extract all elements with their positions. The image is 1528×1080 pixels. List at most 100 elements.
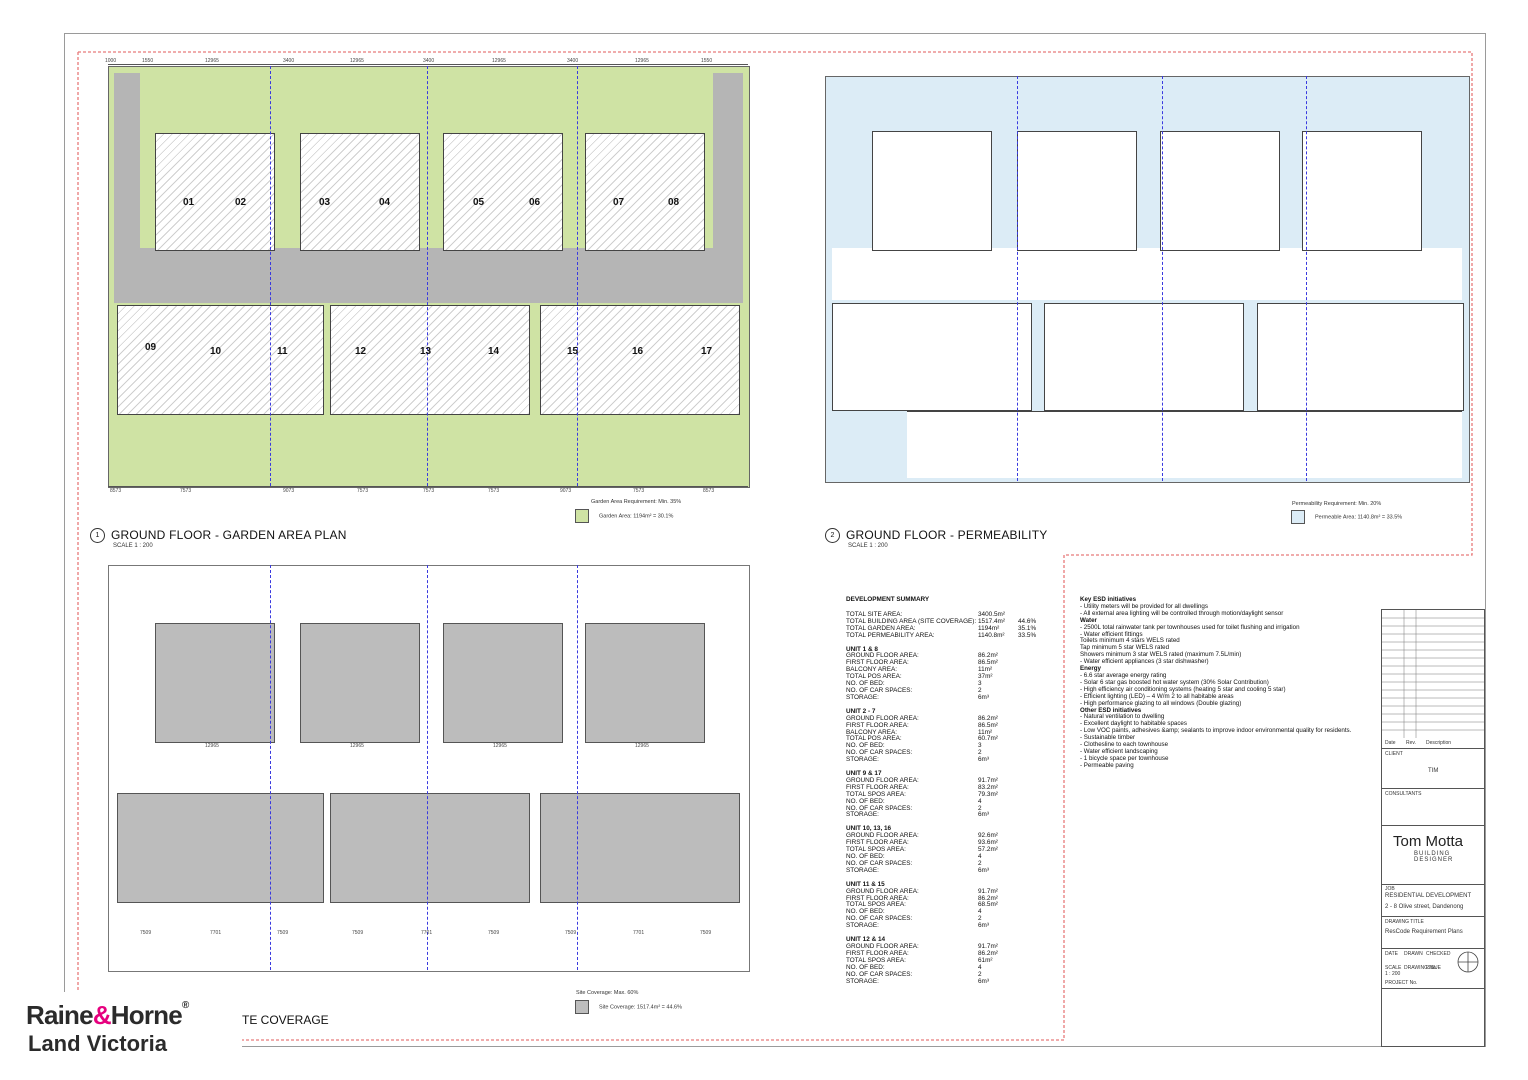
rev-desc-header: Description [1426,740,1452,746]
dimension-label: 12965 [635,743,649,749]
garden-legend-swatch [575,509,589,523]
permeability-legend-area: Permeable Area: 1140.8m² = 33.5% [1315,514,1403,521]
building-01-02 [155,133,275,251]
scale-value: 1 : 200 [1385,971,1401,977]
dimension-label: 7573 [180,488,192,494]
tb-divider [1382,988,1484,989]
summary-row: GROUND FLOOR AREA:91.7m² [846,942,998,950]
unit-label-01: 01 [183,197,195,208]
esd-item: - Excellent daylight to habitable spaces [1080,720,1187,728]
building-07-08 [585,133,705,251]
unit-label-06: 06 [529,197,541,208]
summary-row: NO. OF BED:4 [846,797,982,805]
dimension-label: 1550 [701,58,713,64]
grid-line [1162,76,1163,481]
dimension-label: 9073 [560,488,572,494]
permeability-plan-scale: SCALE 1 : 200 [848,543,888,549]
summary-row: TOTAL SPOS AREA:57.2m² [846,846,998,854]
summary-row: NO. OF CAR SPACES:2 [846,915,982,923]
dimension-label: 7509 [700,930,712,936]
dimension-label: 12965 [492,58,506,64]
esd-heading: Other ESD initiatives [1080,706,1142,714]
plan-number-badge: 2 [825,528,840,544]
esd-item: - 2500L total rainwater tank per townhou… [1080,623,1300,631]
coverage-building-3 [443,623,563,743]
grid-line [577,66,578,486]
dim-line-top [108,64,748,65]
grid-line [577,565,578,970]
plan-number-badge: 1 [90,528,105,544]
esd-item: Showers minimum 3 star WELS rated (maxim… [1080,651,1242,659]
unit-label-08: 08 [668,197,680,208]
perm-car-spaces [907,411,1462,478]
summary-row: TOTAL SPOS AREA:61m² [846,956,993,964]
building-03-04 [300,133,420,251]
perm-building-4 [1302,131,1422,251]
summary-row: GROUND FLOOR AREA:86.2m² [846,714,998,722]
grid-line [270,66,271,486]
dimension-label: 12965 [205,743,219,749]
perm-building-5 [832,303,1032,411]
dimension-label: 12965 [635,58,649,64]
coverage-legend-area: Site Coverage: 1517.4m² = 44.6% [599,1004,683,1011]
perm-building-2 [1017,131,1137,251]
dimension-label: 8573 [110,488,122,494]
building-05-06 [443,133,563,251]
summary-row: GROUND FLOOR AREA:92.6m² [846,832,998,840]
revision-grid [1382,610,1484,738]
perm-building-6 [1044,303,1244,411]
summary-row: NO. OF BED:4 [846,963,982,971]
summary-title: DEVELOPMENT SUMMARY [846,596,930,603]
summary-row: TOTAL SPOS AREA:68.5m² [846,901,998,909]
dimension-label: 3400 [423,58,435,64]
unit-label-13: 13 [420,346,432,357]
tb-divider [1382,884,1484,885]
coverage-legend: Site Coverage: 1517.4m² = 44.6% [575,1000,682,1014]
coverage-building-5 [117,793,324,903]
esd-item: - All external area lighting will be con… [1080,609,1284,617]
designer-subtitle: BUILDING DESIGNER [1414,851,1454,863]
summary-row: TOTAL POS AREA:60.7m² [846,735,998,743]
esd-item: Tap minimum 5 star WELS rated [1080,644,1170,652]
esd-item: - Utility meters will be provided for al… [1080,602,1208,610]
drawing-no-label: DRAWING No. [1404,965,1438,971]
esd-item: - Efficient lighting (LED) – 4 W/m 2 to … [1080,692,1234,700]
esd-item: - Water efficient appliances (3 star dis… [1080,658,1209,666]
dimension-label: 7573 [488,488,500,494]
unit-label-04: 04 [379,197,391,208]
garden-legend: Garden Area: 1194m² = 30.1% [575,509,673,523]
summary-group-title: UNIT 12 & 14 [846,936,886,944]
esd-initiatives: Key ESD initiatives- Utility meters will… [1080,596,1370,770]
summary-row: NO. OF BED:4 [846,908,982,916]
perm-building-1 [872,131,992,251]
dimension-label: 7701 [633,930,645,936]
tb-divider [1382,825,1484,826]
tb-divider [1382,748,1484,749]
driveway-right [713,73,743,303]
north-arrow-icon [1457,951,1479,973]
esd-item: - High performance glazing to all window… [1080,699,1242,707]
perm-building-7 [1257,303,1464,411]
summary-row: STORAGE:6m³ [846,977,990,985]
job-value: RESIDENTIAL DEVELOPMENT [1385,893,1472,899]
dimension-label: 7701 [421,930,433,936]
summary-group-title: UNIT 11 & 15 [846,880,885,888]
building-12-14 [330,305,530,415]
esd-heading: Energy [1080,665,1101,673]
tb-divider [1382,788,1484,789]
summary-row: BALCONY AREA:11m² [846,666,993,674]
logo-subtitle: Land Victoria [28,1031,167,1056]
summary-row: STORAGE:6m³ [846,756,990,764]
permeability-legend-swatch [1291,510,1305,524]
summary-total-row: TOTAL SITE AREA:3400.5m² [846,610,1005,618]
issue-label: ISSUE [1426,965,1442,971]
job-address: 2 - 8 Olive street, Dandenong [1385,904,1464,910]
designer-name: Tom Motta [1393,833,1464,850]
permeable-driveway [832,248,1462,300]
summary-row: NO. OF CAR SPACES:2 [846,859,982,867]
driveway [114,248,742,303]
summary-row: NO. OF BED:4 [846,853,982,860]
rev-no-header: Rev. [1406,740,1416,746]
esd-heading: Key ESD initiatives [1080,596,1137,603]
